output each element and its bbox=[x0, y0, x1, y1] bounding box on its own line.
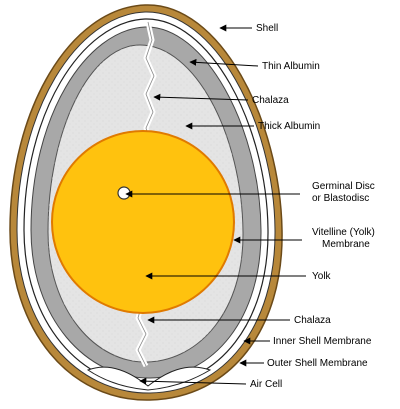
label-germinal-disc-1: Germinal Disc bbox=[312, 181, 375, 192]
label-shell: Shell bbox=[256, 23, 278, 34]
label-vitelline-2: Membrane bbox=[322, 239, 370, 250]
label-outer-shell-membrane: Outer Shell Membrane bbox=[267, 358, 368, 369]
label-air-cell: Air Cell bbox=[250, 379, 282, 390]
label-germinal-disc-2: or Blastodisc bbox=[312, 193, 369, 204]
label-chalaza-bottom: Chalaza bbox=[294, 315, 331, 326]
label-yolk: Yolk bbox=[312, 271, 332, 282]
label-inner-shell-membrane: Inner Shell Membrane bbox=[273, 336, 372, 347]
label-chalaza-top: Chalaza bbox=[252, 95, 289, 106]
chalaza-top-arrow bbox=[153, 93, 249, 101]
air-cell bbox=[86, 366, 212, 391]
label-vitelline-1: Vitelline (Yolk) bbox=[312, 227, 375, 238]
label-thin-albumin: Thin Albumin bbox=[262, 61, 320, 72]
thin-albumin-arrow bbox=[189, 58, 259, 67]
germinal-disc bbox=[117, 186, 131, 200]
yolk bbox=[51, 130, 235, 314]
label-thick-albumin: Thick Albumin bbox=[258, 121, 320, 132]
air-cell-arrow bbox=[139, 377, 247, 385]
